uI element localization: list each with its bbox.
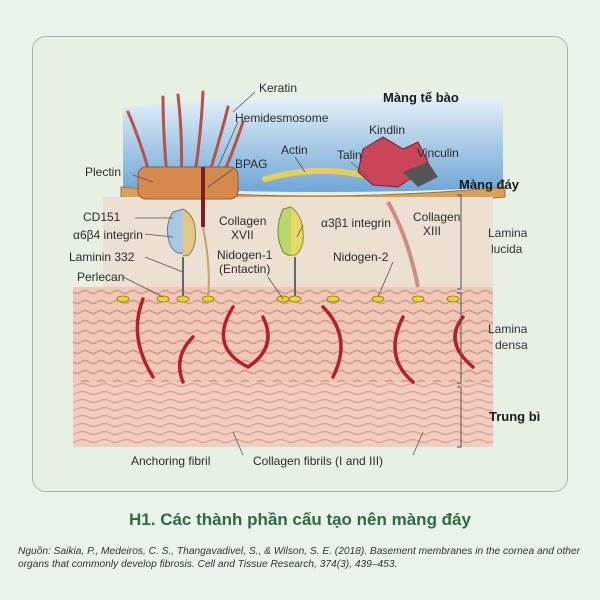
label-kindlin: Kindlin: [369, 123, 405, 137]
label-vinculin: Vinculin: [417, 146, 459, 160]
vinculin-complex: [403, 162, 438, 187]
label-nidogen1-1: Nidogen-1: [217, 248, 273, 262]
laminin-nodes: [116, 295, 460, 303]
label-a3b1-integrin: α3β1 integrin: [321, 216, 391, 230]
label-talin: Talin: [337, 148, 362, 162]
actin-filament: [262, 167, 366, 182]
label-perlecan: Perlecan: [77, 270, 124, 284]
region-lamina-densa-1: Lamina: [488, 322, 528, 336]
label-nidogen2: Nidogen-2: [333, 250, 389, 264]
label-nidogen1-2: (Entactin): [219, 262, 270, 276]
label-laminin332: Laminin 332: [69, 250, 135, 264]
label-bpag: BPAG: [235, 157, 267, 171]
region-basement-membrane: Màng đáy: [459, 177, 520, 192]
label-a6b4-integrin: α6β4 integrin: [73, 228, 143, 242]
label-collagen-fibrils: Collagen fibrils (I and III): [253, 454, 383, 468]
label-actin: Actin: [281, 143, 308, 157]
label-collagen-xiii-2: XIII: [423, 224, 441, 238]
label-keratin: Keratin: [259, 81, 297, 95]
region-dermis: Trung bì: [489, 409, 540, 424]
region-cell-membrane: Màng tế bào: [383, 90, 459, 105]
anchoring-fibrils: [135, 297, 475, 384]
collagen-xiii-strand: [386, 201, 420, 288]
label-collagen-xvii-2: XVII: [231, 228, 254, 242]
label-cd151: CD151: [83, 210, 121, 224]
label-hemidesmosome: Hemidesmosome: [235, 111, 329, 125]
diagram-card: Keratin Hemidesmosome Plectin BPAG Actin…: [32, 36, 568, 492]
label-collagen-xiii-1: Collagen: [413, 210, 460, 224]
figure-source: Nguồn: Saikia, P., Medeiros, C. S., Than…: [18, 546, 581, 570]
collagen-xvii-strand: [202, 226, 210, 300]
hemidesmosome-plaque: [137, 166, 239, 200]
label-anchoring-fibril: Anchoring fibril: [131, 454, 210, 468]
label-plectin: Plectin: [85, 165, 121, 179]
region-lamina-densa-2: densa: [495, 338, 528, 352]
label-collagen-xvii-1: Collagen: [219, 214, 266, 228]
dermis-region: [73, 382, 493, 447]
basement-membrane-diagram: Keratin Hemidesmosome Plectin BPAG Actin…: [69, 81, 540, 468]
a3b1-integrin-shape: [277, 206, 304, 299]
figure-caption: H1. Các thành phần cấu tạo nên màng đáy: [129, 510, 471, 529]
a6b4-integrin-shape: [167, 208, 196, 299]
region-lamina-lucida-1: Lamina: [488, 226, 528, 240]
region-lamina-lucida-2: lucida: [491, 242, 523, 256]
